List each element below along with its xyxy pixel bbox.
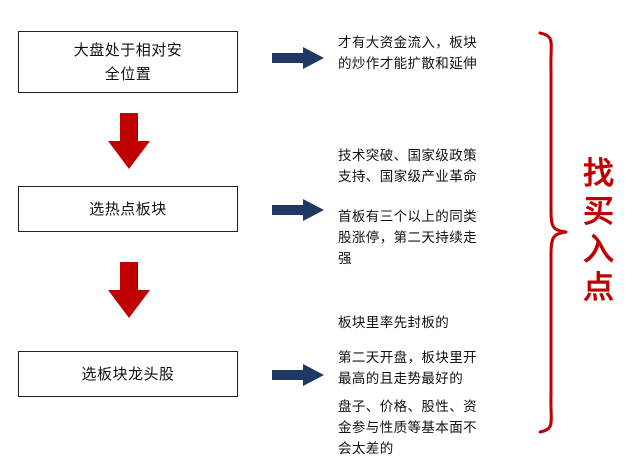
arrow-head xyxy=(303,364,324,386)
arrow-head xyxy=(303,199,324,221)
blue-right-arrow-icon xyxy=(272,47,324,69)
arrow-shaft xyxy=(272,370,305,380)
blue-right-arrow-icon xyxy=(272,199,324,221)
title-char: 买 xyxy=(583,194,615,230)
blue-right-arrow-icon xyxy=(272,364,324,386)
red-down-arrow-icon xyxy=(108,262,150,318)
flow-box-label: 选板块龙头股 xyxy=(81,365,175,383)
title-char: 找 xyxy=(583,156,615,192)
title-char: 点 xyxy=(583,270,615,306)
curly-brace-icon xyxy=(536,30,570,435)
flow-box-market-position[interactable]: 大盘处于相对安 全位置 xyxy=(18,31,238,93)
arrow-shaft xyxy=(272,205,305,215)
flow-box-label: 选热点板块 xyxy=(89,200,167,218)
note-text: 盘子、价格、股性、资 金参与性质等基本面不 会太差的 xyxy=(338,399,477,457)
flow-box-label: 大盘处于相对安 全位置 xyxy=(73,41,183,83)
flow-box-leading-stock[interactable]: 选板块龙头股 xyxy=(18,351,238,397)
note-text: 技术突破、国家级政策 支持、国家级产业革命 xyxy=(338,148,477,185)
arrow-shaft xyxy=(120,113,138,143)
arrow-head xyxy=(303,47,324,69)
arrow-shaft xyxy=(120,262,138,292)
red-down-arrow-icon xyxy=(108,113,150,169)
flow-box-hot-sector[interactable]: 选热点板块 xyxy=(18,186,238,232)
note-text: 首板有三个以上的同类 股涨停，第二天持续走 强 xyxy=(338,209,477,267)
title-char: 入 xyxy=(583,232,615,268)
note-text: 板块里率先封板的 xyxy=(338,315,450,331)
diagram-title-vertical: 找 买 入 点 xyxy=(576,155,622,307)
arrow-head xyxy=(108,141,150,169)
note-text: 第二天开盘，板块里开 最高的且走势最好的 xyxy=(338,350,477,387)
arrow-shaft xyxy=(272,53,305,63)
note-text: 才有大资金流入，板块 的炒作才能扩散和延伸 xyxy=(338,35,477,72)
arrow-head xyxy=(108,290,150,318)
